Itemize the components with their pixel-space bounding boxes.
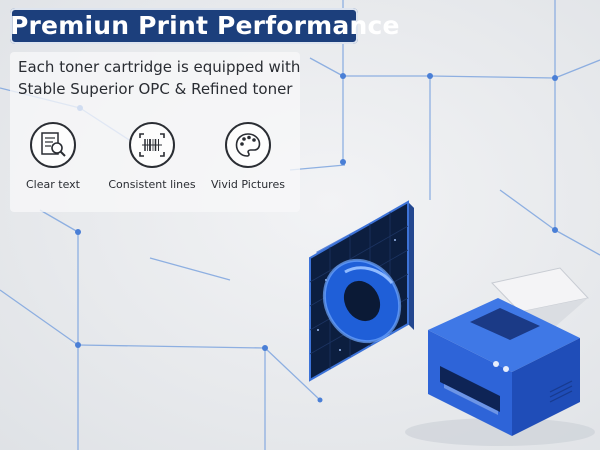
feature-clear-text: Clear text xyxy=(8,122,98,191)
feature-label: Vivid Pictures xyxy=(211,178,285,191)
feature-label: Consistent lines xyxy=(108,178,196,191)
palette-icon xyxy=(225,122,271,168)
document-magnifier-icon xyxy=(30,122,76,168)
feature-label: Clear text xyxy=(26,178,80,191)
feature-vivid-pictures: Vivid Pictures xyxy=(203,122,293,191)
feature-consistent-lines: Consistent lines xyxy=(107,122,197,191)
description-line-2: Stable Superior OPC & Refined toner xyxy=(18,80,293,98)
printer-icon xyxy=(405,267,595,446)
page-title: Premiun Print Performance xyxy=(10,8,399,44)
opc-drum-tile-icon xyxy=(309,200,414,382)
barcode-scan-icon xyxy=(129,122,175,168)
description-line-1: Each toner cartridge is equipped with xyxy=(18,58,301,76)
